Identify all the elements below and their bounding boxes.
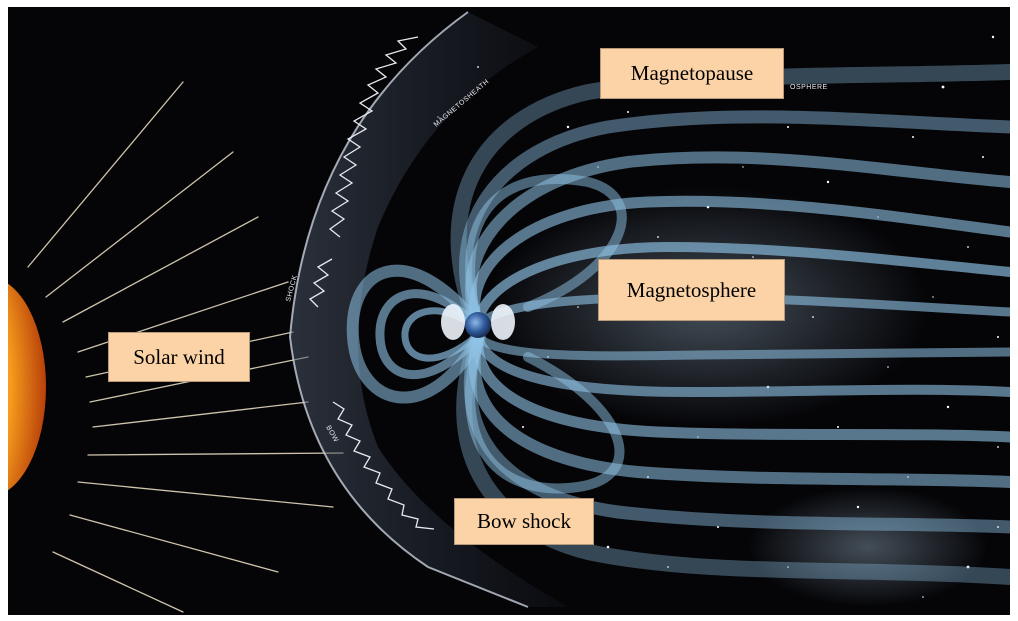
earth — [465, 312, 491, 338]
label-bow-shock: Bow shock — [454, 498, 594, 545]
label-magnetopause: Magnetopause — [600, 48, 784, 99]
shock-zigzag-lower — [332, 401, 435, 530]
shock-zigzag-upper — [328, 36, 419, 238]
label-solar-wind: Solar wind — [108, 332, 250, 382]
sun — [8, 283, 46, 491]
diagram-illustration: MAGNETOSHEATH OSPHERE SHOCK BOW — [8, 11, 1010, 613]
magnetosphere-diagram: MAGNETOSHEATH OSPHERE SHOCK BOW Magnetop… — [8, 7, 1010, 615]
magnetosphere-partial-text: OSPHERE — [790, 84, 828, 91]
field-lines — [346, 64, 1010, 585]
bow-shock-boundary — [288, 11, 529, 608]
magnetosheath — [290, 12, 568, 607]
label-magnetosphere: Magnetosphere — [598, 259, 785, 321]
radiation-belt-left — [441, 304, 465, 340]
radiation-belt-right — [491, 304, 515, 340]
shock-zigzag-mid — [308, 258, 333, 308]
galaxy-haze-lower — [748, 487, 988, 607]
